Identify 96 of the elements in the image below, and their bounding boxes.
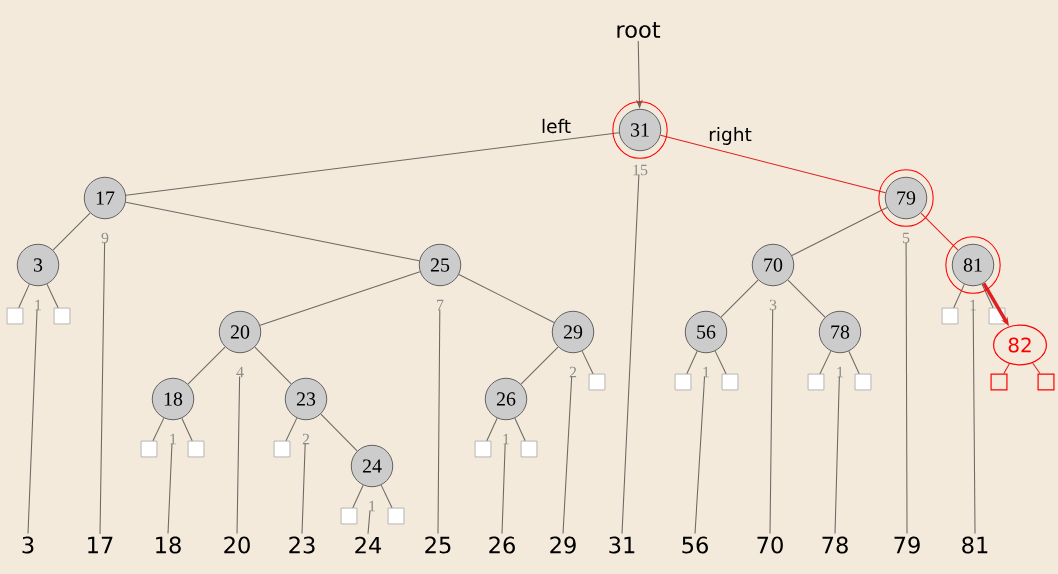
size-label: 1 (35, 299, 42, 311)
tree-edge (320, 413, 358, 452)
size-label: 15 (633, 164, 648, 176)
leaf-square (340, 507, 358, 525)
tree-edge (981, 283, 994, 309)
leader-line (769, 309, 774, 535)
handwritten-label: 20 (224, 536, 250, 554)
tree-edge (514, 417, 526, 442)
handwritten-label: 3 (22, 536, 34, 554)
leader-line (437, 309, 441, 535)
tree-edge (791, 207, 888, 256)
tree-edge (848, 350, 860, 375)
size-label: 7 (437, 299, 444, 311)
leader-line (167, 443, 173, 535)
size-label: 1 (170, 433, 177, 445)
size-label: 1 (970, 299, 977, 311)
handwritten-label: 31 (609, 536, 635, 554)
tree-edge (660, 134, 886, 194)
handwritten-label: 29 (550, 536, 576, 554)
leaf-square (53, 307, 71, 325)
handwritten-label: 26 (489, 536, 515, 554)
leader-line (501, 443, 506, 535)
tree-edge (285, 417, 298, 442)
tree-edge (259, 271, 421, 326)
leader-line (905, 242, 908, 535)
size-label: 4 (236, 366, 244, 378)
leaf-square (807, 373, 825, 391)
leader-line (834, 376, 840, 535)
tree-edge (352, 484, 364, 509)
size-label: 9 (101, 232, 109, 244)
tree-edge (486, 417, 498, 442)
handwritten-label: 56 (682, 536, 708, 554)
leaf-square (140, 440, 158, 458)
tree-edge (125, 132, 620, 196)
tree-edge (187, 346, 226, 385)
leader-line (562, 376, 573, 535)
tree-edge (714, 350, 727, 375)
tree-edge (458, 274, 555, 323)
leaf-square (588, 373, 606, 391)
leaf-square (1037, 373, 1055, 391)
handwritten-label: 78 (822, 536, 848, 554)
tree-edge (18, 283, 30, 309)
size-label: 3 (769, 299, 777, 311)
handwritten-label: 18 (156, 536, 181, 554)
size-label: 1 (703, 366, 710, 378)
tree-edge (52, 212, 91, 251)
leaf-square (273, 440, 291, 458)
handwritten-label: 24 (355, 536, 382, 554)
tree-edge (152, 417, 165, 442)
leader-line (621, 174, 640, 535)
size-label: 1 (837, 366, 844, 378)
leaf-square (941, 307, 959, 325)
tree-edge (181, 417, 193, 442)
leaf-square (6, 307, 24, 325)
leader-line (972, 309, 976, 535)
leaf-square (674, 373, 692, 391)
leaf-square (520, 440, 538, 458)
tree-edge (819, 350, 832, 375)
tree-edge (254, 346, 292, 385)
tree-edge (520, 346, 559, 385)
leaf-square (187, 440, 205, 458)
leaf-square (474, 440, 492, 458)
handwritten-label: 70 (757, 536, 783, 554)
handwritten-label: 25 (425, 536, 451, 554)
tree-edge (581, 350, 594, 375)
tree-edge (380, 484, 393, 509)
size-label: 1 (503, 433, 510, 445)
size-label: 1 (369, 500, 376, 512)
size-label: 2 (569, 366, 577, 378)
leader-line (367, 510, 371, 535)
leader-line (99, 242, 106, 535)
tree-edge (1032, 362, 1041, 374)
tree-edge (953, 283, 965, 309)
tree-edge (787, 279, 826, 318)
size-label: 5 (902, 232, 910, 244)
leaf-square (990, 373, 1008, 391)
leader-line (301, 443, 306, 535)
leaf-square (387, 507, 405, 525)
tree-edge (125, 201, 420, 262)
leaf-square (721, 373, 739, 391)
size-label: 2 (302, 433, 310, 445)
handwritten-label: 81 (962, 536, 988, 554)
leader-line (27, 309, 38, 535)
leader-line (236, 376, 241, 535)
handwritten-label: root (617, 21, 661, 39)
leaf-square (854, 373, 872, 391)
tree-edge (920, 212, 959, 251)
handwritten-label: 17 (88, 536, 113, 554)
leader-line (694, 376, 706, 535)
tree-edge (1003, 363, 1010, 374)
edge-label: left (539, 117, 573, 135)
handwritten-label: 23 (289, 536, 315, 554)
tree-edge (720, 279, 759, 318)
handwritten-label: 79 (894, 536, 920, 554)
tree-edge (46, 283, 59, 309)
tree-edge (686, 350, 698, 375)
